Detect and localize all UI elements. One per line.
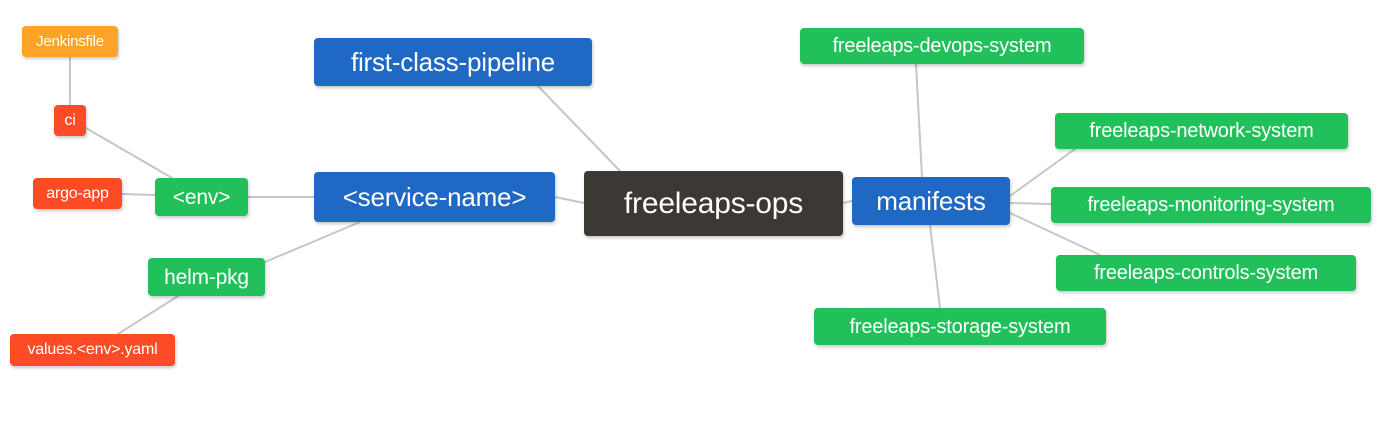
edge-freeleaps-ops-to-first-class-pipeline bbox=[537, 85, 621, 172]
node-values-env-yaml[interactable]: values.<env>.yaml bbox=[10, 334, 175, 366]
node-freeleaps-ops[interactable]: freeleaps-ops bbox=[584, 171, 843, 236]
edge-freeleaps-ops-to-manifests bbox=[842, 200, 853, 204]
node-label-manifests: manifests bbox=[876, 186, 986, 216]
node-freeleaps-controls-system[interactable]: freeleaps-controls-system bbox=[1056, 255, 1356, 291]
node-label-freeleaps-devops-system: freeleaps-devops-system bbox=[832, 35, 1052, 57]
node-label-freeleaps-ops: freeleaps-ops bbox=[623, 186, 804, 220]
node-label-argo-app: argo-app bbox=[46, 184, 109, 202]
node-label-freeleaps-network-system: freeleaps-network-system bbox=[1089, 120, 1314, 142]
edge-service-name-to-helm-pkg bbox=[264, 221, 361, 263]
edge-manifests-to-freeleaps-monitoring-system bbox=[1009, 202, 1052, 205]
node-label-ci: ci bbox=[64, 111, 76, 129]
node-label-freeleaps-monitoring-system: freeleaps-monitoring-system bbox=[1087, 194, 1335, 216]
node-label-first-class-pipeline: first-class-pipeline bbox=[350, 47, 556, 77]
node-ci[interactable]: ci bbox=[54, 105, 86, 136]
node-label-freeleaps-controls-system: freeleaps-controls-system bbox=[1094, 262, 1318, 284]
node-manifests[interactable]: manifests bbox=[852, 177, 1010, 225]
node-service-name[interactable]: <service-name> bbox=[314, 172, 555, 222]
node-label-values-env-yaml: values.<env>.yaml bbox=[27, 341, 158, 358]
node-argo-app[interactable]: argo-app bbox=[33, 178, 122, 209]
node-env[interactable]: <env> bbox=[155, 178, 248, 216]
node-freeleaps-devops-system[interactable]: freeleaps-devops-system bbox=[800, 28, 1084, 64]
node-label-helm-pkg: helm-pkg bbox=[164, 265, 249, 289]
node-label-jenkinsfile: Jenkinsfile bbox=[36, 33, 104, 50]
node-first-class-pipeline[interactable]: first-class-pipeline bbox=[314, 38, 592, 86]
node-jenkinsfile[interactable]: Jenkinsfile bbox=[22, 26, 118, 57]
node-label-freeleaps-storage-system: freeleaps-storage-system bbox=[849, 315, 1071, 338]
node-freeleaps-network-system[interactable]: freeleaps-network-system bbox=[1055, 113, 1348, 149]
node-helm-pkg[interactable]: helm-pkg bbox=[148, 258, 265, 296]
node-label-env: <env> bbox=[172, 185, 231, 209]
edge-env-to-argo-app bbox=[121, 193, 156, 196]
edge-manifests-to-freeleaps-storage-system bbox=[929, 224, 941, 309]
edge-freeleaps-ops-to-service-name bbox=[554, 196, 585, 204]
node-label-service-name: <service-name> bbox=[342, 182, 527, 212]
node-freeleaps-monitoring-system[interactable]: freeleaps-monitoring-system bbox=[1051, 187, 1371, 223]
edge-manifests-to-freeleaps-devops-system bbox=[915, 63, 923, 178]
edge-env-to-ci bbox=[85, 127, 173, 179]
edge-helm-pkg-to-values-env-yaml bbox=[117, 295, 179, 335]
node-freeleaps-storage-system[interactable]: freeleaps-storage-system bbox=[814, 308, 1106, 345]
